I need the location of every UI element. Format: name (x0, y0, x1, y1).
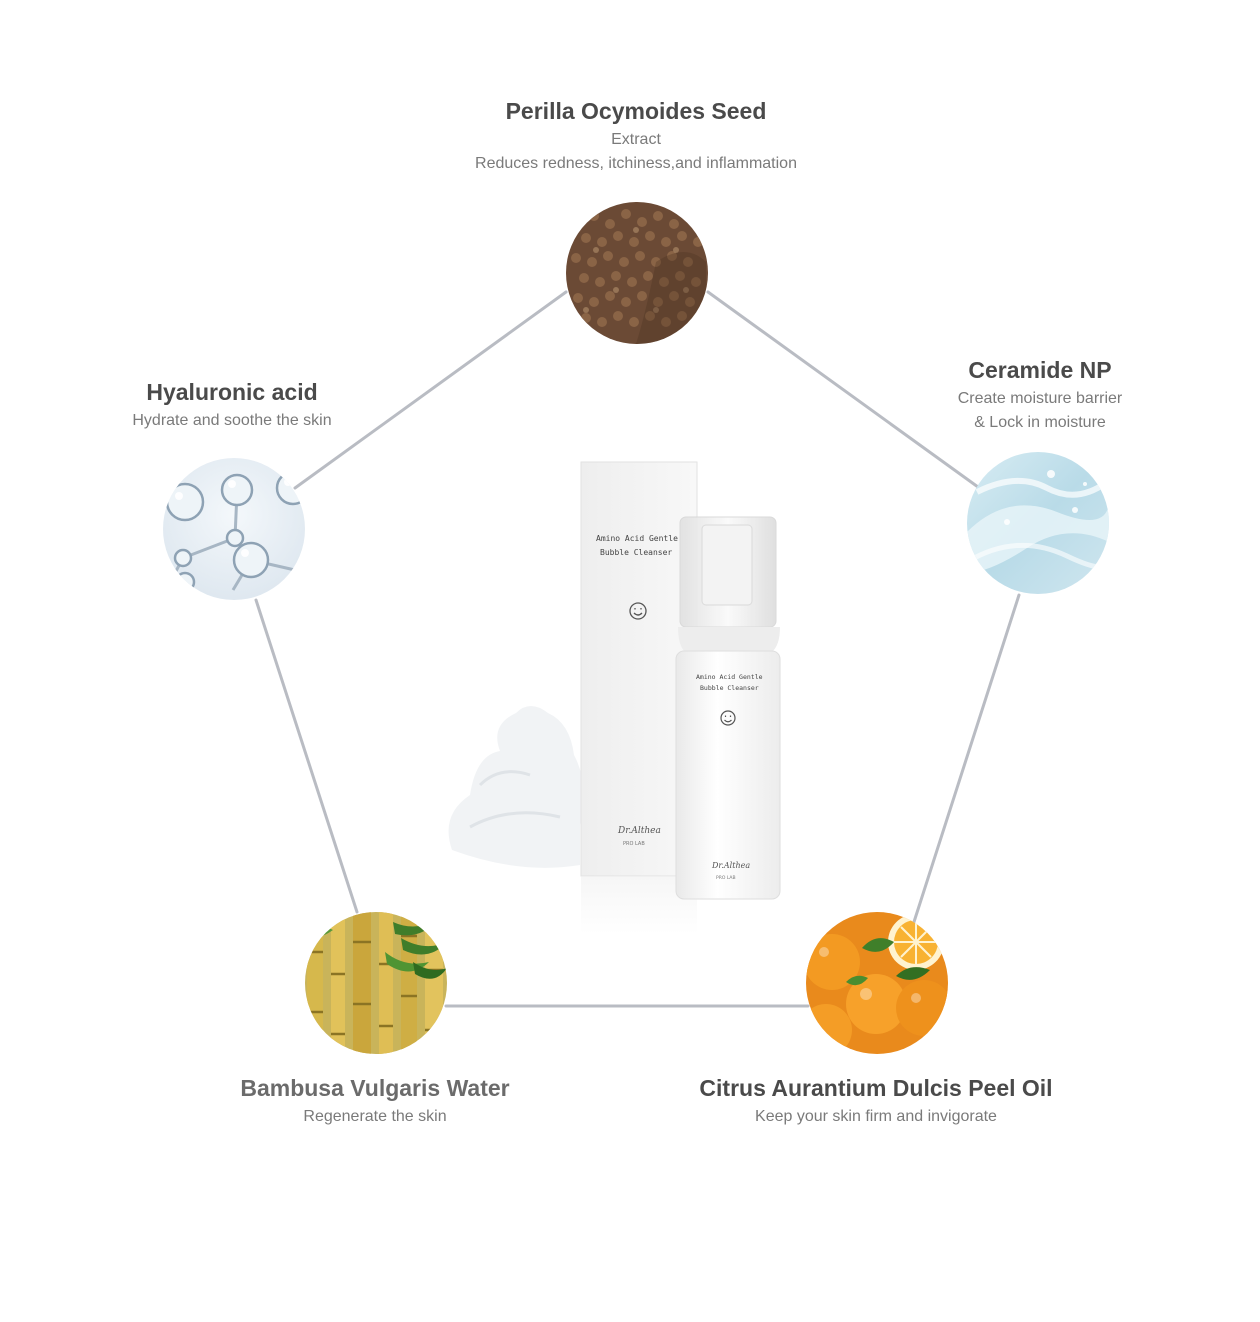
bottle-product-name-line2: Bubble Cleanser (700, 684, 759, 692)
bambusa-water-image (305, 912, 447, 1054)
bambusa-label: Bambusa Vulgaris Water Regenerate the sk… (200, 1073, 550, 1129)
ceramide-desc-line1: Create moisture barrier (957, 390, 1123, 407)
perilla-desc-line1: Extract (611, 131, 661, 148)
hyaluronic-label: Hyaluronic acid Hydrate and soothe the s… (82, 377, 382, 433)
box-sub-brand: PRO LAB (623, 841, 645, 847)
hyaluronic-desc-line1: Hydrate and soothe the skin (132, 412, 332, 429)
hyaluronic-title: Hyaluronic acid (146, 379, 318, 405)
bambusa-desc-line1: Regenerate the skin (303, 1108, 447, 1125)
bamboo-icon (305, 912, 447, 1054)
bottle-product-name-line1: Amino Acid Gentle (696, 673, 763, 681)
product-graphic: Amino Acid Gentle Bubble Cleanser Dr.Alt… (448, 461, 781, 934)
gel-splash-icon (967, 452, 1109, 594)
box-product-name-line2: Bubble Cleanser (600, 548, 672, 557)
line-hyaluronic-bambusa (254, 598, 359, 914)
citrus-label: Citrus Aurantium Dulcis Peel Oil Keep yo… (676, 1073, 1076, 1129)
bottle-brand: Dr.Althea (711, 861, 750, 870)
citrus-desc-line1: Keep your skin firm and invigorate (755, 1108, 997, 1125)
bambusa-title: Bambusa Vulgaris Water (240, 1075, 510, 1101)
perilla-title: Perilla Ocymoides Seed (505, 98, 767, 124)
ceramide-title: Ceramide NP (968, 357, 1112, 383)
box-brand: Dr.Althea (617, 826, 661, 836)
perilla-seed-image (566, 202, 708, 344)
product-illustration: Amino Acid Gentle Bubble Cleanser Dr.Alt… (440, 455, 800, 935)
ceramide-desc-line2: & Lock in moisture (974, 414, 1106, 431)
ceramide-label: Ceramide NP Create moisture barrier & Lo… (890, 355, 1190, 435)
perilla-label: Perilla Ocymoides Seed Extract Reduces r… (386, 96, 886, 176)
line-perilla-ceramide (706, 290, 980, 489)
line-ceramide-citrus (911, 593, 1021, 927)
smile-icon (720, 710, 736, 726)
perilla-desc-line2: Reduces redness, itchiness,and inflammat… (475, 155, 797, 172)
hyaluronic-acid-image (163, 458, 305, 600)
foam-shape (448, 706, 584, 868)
bottle-sub-brand: PRO LAB (716, 875, 736, 881)
ceramide-np-image (967, 452, 1109, 594)
molecule-icon (163, 458, 305, 600)
box-product-name-line1: Amino Acid Gentle (596, 534, 678, 543)
smile-icon (629, 602, 647, 620)
seed-pile-icon (566, 202, 708, 344)
orange-icon (806, 912, 948, 1054)
line-perilla-hyaluronic (293, 290, 568, 490)
citrus-title: Citrus Aurantium Dulcis Peel Oil (699, 1075, 1053, 1101)
citrus-peel-oil-image (806, 912, 948, 1054)
